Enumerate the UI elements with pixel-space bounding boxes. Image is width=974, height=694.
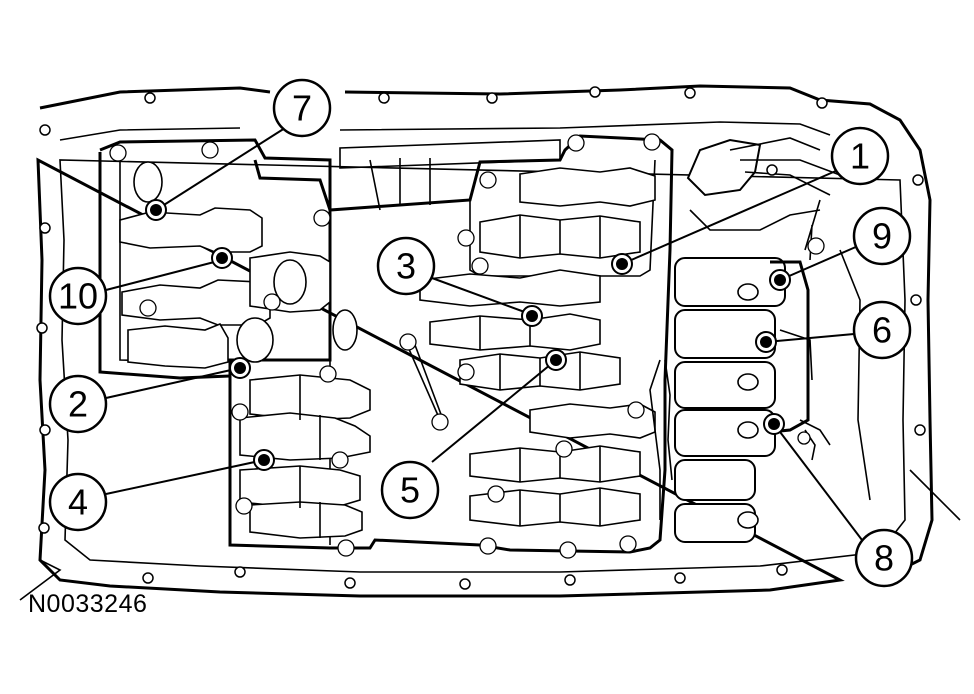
bolt-8 — [763, 413, 785, 435]
leader-6 — [765, 333, 855, 343]
bolt-6 — [755, 331, 777, 353]
callout-9: 9 — [852, 206, 912, 266]
callout-label-5: 5 — [400, 470, 420, 511]
bolt-1 — [611, 253, 633, 275]
callout-6: 6 — [852, 300, 912, 360]
bolt-5 — [545, 349, 567, 371]
solenoid-pack — [649, 199, 831, 543]
callout-label-3: 3 — [396, 246, 416, 287]
labeled-bolts — [145, 199, 791, 471]
figure-id: N0033246 — [28, 590, 148, 618]
callout-1: 1 — [830, 126, 890, 186]
leader-5 — [431, 359, 557, 463]
callout-3: 3 — [376, 236, 436, 296]
callout-label-4: 4 — [68, 482, 88, 523]
bolt-9 — [769, 269, 791, 291]
callout-8: 8 — [854, 528, 914, 588]
leader-lines — [105, 127, 863, 541]
leader-2 — [105, 367, 241, 399]
bolt-3 — [521, 305, 543, 327]
spool-valves-center — [404, 167, 656, 527]
callout-label-9: 9 — [872, 216, 892, 257]
callout-2: 2 — [48, 374, 108, 434]
leader-7 — [155, 127, 286, 211]
callout-5: 5 — [380, 460, 440, 520]
callouts: 1 2 3 4 5 6 7 8 9 10 — [48, 78, 914, 588]
callout-10: 10 — [48, 266, 108, 326]
transmission-case-outline — [19, 84, 961, 601]
leader-1 — [621, 169, 839, 265]
bolt-2 — [229, 357, 251, 379]
bolt-10 — [211, 247, 233, 269]
leader-4 — [105, 459, 265, 495]
callout-7: 7 — [272, 78, 332, 138]
leader-9 — [779, 245, 859, 281]
valve-body-bolts — [109, 133, 825, 559]
callout-label-2: 2 — [68, 384, 88, 425]
callout-4: 4 — [48, 472, 108, 532]
callout-label-6: 6 — [872, 310, 892, 351]
electrical-connector — [686, 137, 841, 231]
spool-valves-left — [119, 161, 371, 539]
bolt-7 — [145, 199, 167, 221]
bolt-4 — [253, 449, 275, 471]
leader-10 — [105, 259, 223, 291]
callout-label-7: 7 — [292, 88, 312, 129]
callout-label-1: 1 — [850, 136, 870, 177]
callout-label-10: 10 — [58, 276, 98, 317]
callout-label-8: 8 — [874, 538, 894, 579]
pan-bolt-holes — [36, 86, 926, 590]
leader-3 — [431, 277, 531, 315]
leader-8 — [773, 423, 863, 541]
